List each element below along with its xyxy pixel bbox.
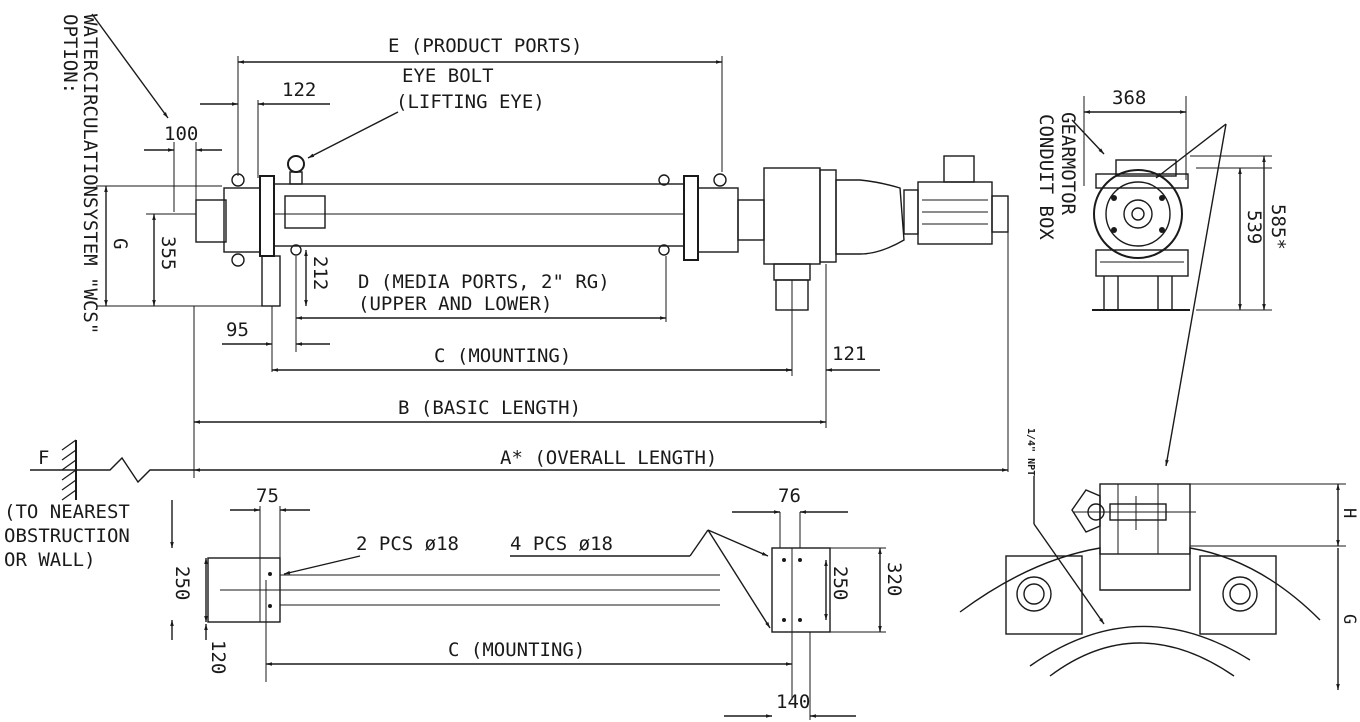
or-wall-label: OR WALL) — [4, 549, 96, 571]
dim-c-mounting-bottom: C (MOUNTING) — [448, 639, 585, 661]
dim-75: 75 — [256, 485, 279, 507]
eye-bolt-label: EYE BOLT — [402, 65, 494, 87]
option-wcs-note: OPTION: WATERCIRCULATIONSYSTEM "WCS" — [59, 13, 169, 334]
dim-g-detail: G — [1339, 614, 1359, 624]
dim-b-basic-length: B (BASIC LENGTH) — [398, 397, 581, 419]
dim-e-product-ports: E (PRODUCT PORTS) — [388, 35, 582, 57]
option-label: OPTION: — [59, 14, 81, 94]
dim-95: 95 — [226, 319, 249, 341]
dim-76: 76 — [778, 485, 801, 507]
dim-c-mounting-top: C (MOUNTING) — [434, 345, 571, 367]
side-view-dimensions: E (PRODUCT PORTS) EYE BOLT (LIFTING EYE)… — [4, 35, 1008, 640]
conduit-box-label: CONDUIT BOX — [1035, 114, 1057, 240]
foot-plan-view: 75 250 120 2 PCS ø18 4 PCS ø18 76 25 — [171, 485, 905, 720]
dim-368: 368 — [1112, 87, 1146, 109]
side-view-machine — [170, 155, 1009, 472]
two-pcs-hole-label: 2 PCS ø18 — [356, 533, 459, 555]
dim-355: 355 — [157, 236, 179, 270]
obstruction-label: OBSTRUCTION — [4, 525, 130, 547]
dim-140: 140 — [776, 691, 810, 713]
wall-hatch — [61, 439, 77, 501]
detail-view: H G 1/4" NPT — [959, 428, 1359, 690]
dim-100: 100 — [164, 123, 198, 145]
end-view: 368 GEARMOTOR CONDUIT BOX 539 585* — [1035, 87, 1289, 467]
wcs-label: WATERCIRCULATIONSYSTEM "WCS" — [79, 14, 101, 334]
four-pcs-hole-label: 4 PCS ø18 — [510, 533, 613, 555]
dim-g: G — [109, 238, 131, 249]
dim-a-overall-length: A* (OVERALL LENGTH) — [500, 447, 717, 469]
dim-f: F — [38, 447, 49, 469]
dim-h: H — [1339, 508, 1359, 518]
dim-120: 120 — [207, 640, 229, 674]
dim-d-media-ports: D (MEDIA PORTS, 2" RG) — [358, 271, 610, 293]
to-nearest-label: (TO NEAREST — [4, 501, 130, 523]
gearmotor-label: GEARMOTOR — [1057, 112, 1079, 216]
dim-121: 121 — [832, 343, 866, 365]
dim-122: 122 — [282, 79, 316, 101]
dim-539: 539 — [1243, 210, 1265, 244]
npt-port-label: 1/4" NPT — [1025, 428, 1036, 476]
dim-250-left: 250 — [171, 566, 193, 600]
upper-lower-label: (UPPER AND LOWER) — [358, 293, 552, 315]
lifting-eye-label: (LIFTING EYE) — [396, 91, 545, 113]
dim-250-right: 250 — [829, 566, 851, 600]
dim-212: 212 — [309, 256, 331, 290]
dim-585: 585* — [1267, 204, 1289, 250]
dim-320: 320 — [883, 562, 905, 596]
